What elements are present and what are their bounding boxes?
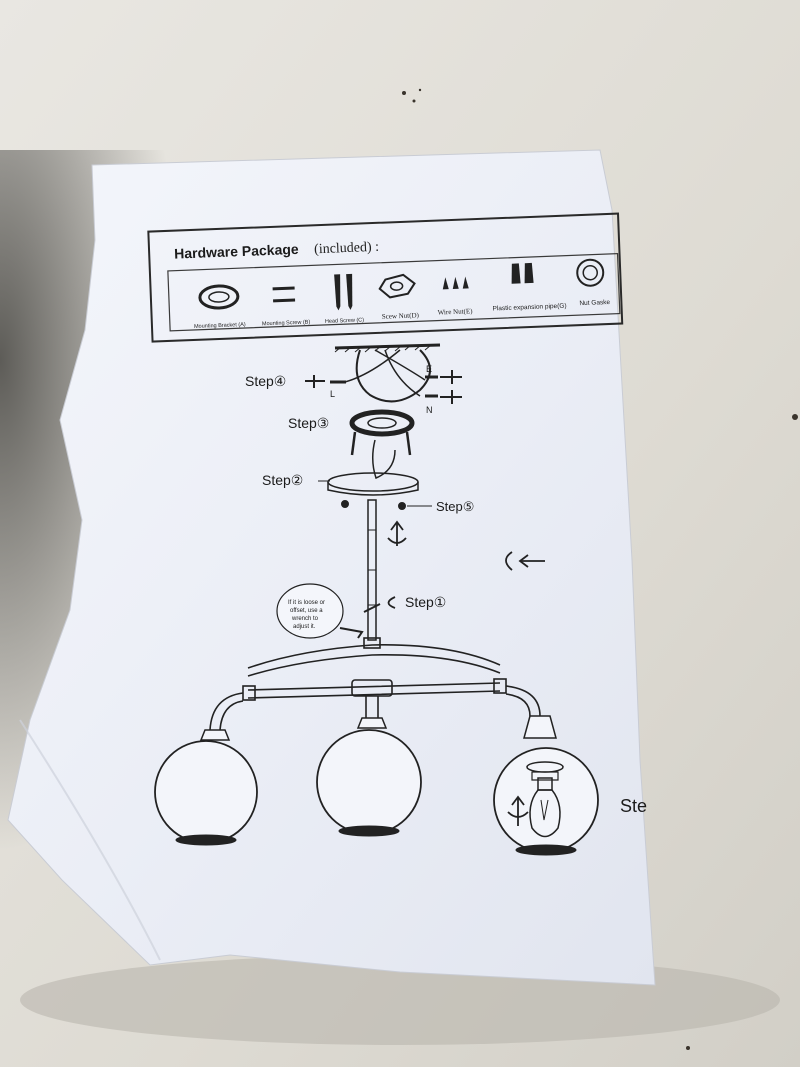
part-label-b: Mounting Screw (B) [262, 319, 311, 327]
step5-label: Step⑤ [436, 499, 474, 514]
step1-label: Step① [405, 594, 446, 610]
ceiling-wiring-diagram [330, 343, 441, 403]
part-label-c: Head Screw (C) [325, 317, 364, 325]
mounting-bracket-icon [198, 284, 240, 310]
chandelier-frame [209, 637, 541, 731]
rotate-arrow-icon [387, 520, 545, 609]
mounting-screw-icon [272, 286, 296, 303]
hardware-package-panel: Hardware Package (included) : [147, 212, 624, 343]
wire-nut-icon [442, 276, 469, 290]
hardware-included: (included) : [314, 240, 379, 257]
step3-label: Step③ [288, 415, 329, 431]
down-rod [363, 499, 381, 641]
head-screw-icon [334, 273, 353, 311]
globe-shade-left [154, 729, 258, 846]
screwdriver-icon [305, 370, 462, 404]
step2-canopy [327, 439, 419, 510]
part-label-e: Wire Nut(E) [438, 307, 474, 316]
wire-n-label: N [426, 405, 433, 415]
edison-bulb-icon [529, 777, 561, 838]
note-line-2: offset, use a [290, 608, 323, 614]
step4-label: Step④ [245, 373, 286, 389]
part-label-d: Scew Nut(D) [382, 311, 420, 320]
step3-bracket [349, 409, 415, 456]
note-line-1: If it is loose or [288, 600, 325, 606]
table-specks [402, 88, 798, 1050]
note-line-4: adjust it. [293, 624, 316, 630]
rotate-arrow-icon-bulb [507, 795, 529, 826]
wire-l-label: L [330, 389, 335, 399]
step6-label-partial: Ste [620, 796, 647, 816]
screw-nut-icon [378, 273, 416, 299]
globe-shade-right [493, 715, 599, 856]
paper-fold [19, 719, 161, 961]
part-label-gasket: Nut Gaske [579, 299, 610, 307]
hardware-title: Hardware Package [174, 241, 299, 262]
part-label-g: Plastic expansion pipe(G) [492, 303, 566, 313]
globe-shade-center [316, 717, 422, 837]
step2-label: Step② [262, 472, 303, 488]
part-label-a: Mounting Bracket (A) [194, 322, 246, 330]
wrench-note-bubble: If it is loose or offset, use a wrench t… [276, 583, 364, 639]
note-line-3: wrench to [291, 616, 319, 622]
nut-gasket-icon [576, 258, 605, 287]
expansion-pipe-icon [511, 262, 534, 284]
wire-e-label: E [426, 364, 432, 374]
